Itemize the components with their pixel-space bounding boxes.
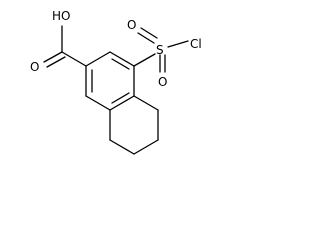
chlorine-label: Cl	[190, 37, 202, 51]
aromatic-ring	[85, 51, 135, 111]
carbonyl-oxygen-label: O	[30, 60, 39, 74]
ring-bond-1	[85, 51, 111, 67]
acid-co-double-a	[43, 51, 63, 63]
sat-bond-3	[133, 139, 159, 155]
chemical-structure-diagram: HO O S Cl O O	[30, 9, 202, 155]
acid-co-double-b	[46, 56, 66, 68]
ring-s-bond	[133, 53, 156, 67]
ring-bond-2	[109, 51, 135, 67]
hydroxyl-label: HO	[52, 9, 70, 23]
cyclohexane-ring	[109, 95, 159, 155]
ring-inner-double-2	[111, 92, 130, 104]
carboxylic-acid-group: HO O	[30, 9, 87, 74]
ring-bond-5	[85, 95, 111, 111]
s-o-left-double-a	[137, 32, 155, 44]
sulfonyl-chloride-group: S Cl O O	[127, 18, 202, 89]
ring-inner-double-1	[111, 58, 130, 70]
sulfonyl-oxygen-bottom-label: O	[158, 75, 167, 89]
s-o-left-double-b	[140, 27, 158, 39]
sat-bond-4	[109, 139, 135, 155]
acid-c-bond	[61, 51, 87, 67]
sulfonyl-oxygen-left-label: O	[127, 18, 136, 32]
s-cl-bond	[167, 40, 189, 48]
ring-bond-4	[109, 95, 135, 111]
sulfur-label: S	[156, 43, 164, 57]
sat-bond-1	[133, 95, 159, 111]
